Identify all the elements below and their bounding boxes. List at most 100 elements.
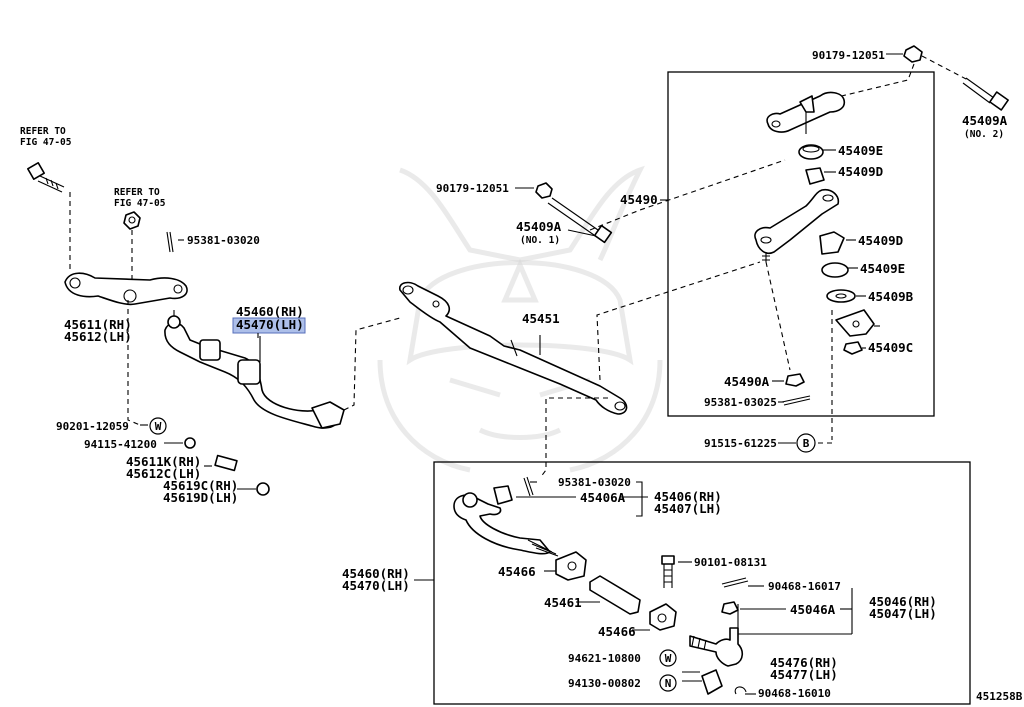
part-number-label: 45490 [620,192,658,207]
refer-note: REFER TO [20,126,66,137]
cotter-pin-icon[interactable] [734,686,747,695]
idler-arm-group [660,45,1009,444]
part-number-label: 95381-03020 [558,476,631,489]
part-number-label: 94621-10800 [568,652,641,665]
bracket-icon[interactable] [835,309,875,337]
part-number-label: 45490A [724,374,770,389]
nut-icon[interactable] [785,373,805,387]
tie-rod-end-left[interactable] [453,494,551,555]
part-number-label: 45466 [498,564,536,579]
svg-text:N: N [665,677,672,690]
cotter-pin-icon[interactable] [523,476,534,497]
bolt-icon[interactable] [27,162,65,193]
cotter-pin-icon[interactable] [781,395,811,406]
svg-text:W: W [665,652,672,665]
part-number-label: 95381-03025 [704,396,777,409]
nut-icon[interactable] [903,45,923,63]
washer-icon[interactable] [826,289,856,303]
part-number-label: 45406A [580,490,626,505]
bushing-icon[interactable] [821,262,849,278]
part-number-label: 90101-08131 [694,556,767,569]
refer-note: REFER TO [114,187,160,198]
nut-icon[interactable] [843,341,863,355]
part-number-label: 45451 [522,311,560,326]
part-number-note: (NO. 2) [964,129,1004,140]
part-number-label: 45409A [516,219,562,234]
part-number-label: 45409D [838,164,883,179]
part-number-label: 45460(RH) [236,304,304,319]
part-number-label: 45409C [868,340,913,355]
part-number-label: 45477(LH) [770,667,838,682]
bolt-icon[interactable] [214,454,238,472]
clamp-icon[interactable] [555,551,587,581]
part-number-label: 45407(LH) [654,501,722,516]
cotter-pin-icon[interactable] [166,231,174,253]
part-number-label: 45611K(RH) [126,454,201,469]
watermark-logo [377,165,663,473]
part-number-label: 94115-41200 [84,438,157,451]
svg-text:B: B [803,437,810,450]
part-number-label: 45612C(LH) [126,466,201,481]
part-number-label: 45409B [868,289,914,304]
part-number-label: 45476(RH) [770,655,838,670]
part-number-label: 45619D(LH) [163,490,238,505]
symbol-b: B [796,433,816,453]
bolt-icon[interactable] [661,555,675,588]
part-number-label: 91515-61225 [704,437,777,450]
part-number-label: 94130-00802 [568,677,641,690]
cotter-pin-icon[interactable] [721,577,749,588]
part-number-label: 90468-16017 [768,580,841,593]
part-number-label: 45409E [860,261,905,276]
nut-icon[interactable] [493,485,513,505]
part-number-label: 45047(LH) [869,606,937,621]
tie-rod-end-right[interactable] [689,627,744,667]
bushing-icon[interactable] [819,231,845,255]
refer-note: FIG 47-05 [20,137,72,148]
drag-link-group [399,159,786,479]
symbol-n: N [659,674,677,692]
part-number-label: 45612(LH) [64,329,132,344]
part-number-label: 45406(RH) [654,489,722,504]
part-number-label-highlighted: 45470(LH) [236,317,304,332]
svg-text:W: W [155,420,162,433]
callout-labels: REFER TO FIG 47-05 REFER TO FIG 47-05 95… [20,49,1023,703]
symbol-w: W [149,417,167,435]
nut-icon[interactable] [184,437,196,449]
symbol-w: W [659,649,677,667]
highlight-selected-part[interactable] [232,317,306,334]
refer-note: FIG 47-05 [114,198,166,209]
nut-icon[interactable] [721,601,739,615]
part-number-label: 45619C(RH) [163,478,238,493]
idler-arm-box [667,71,935,417]
grease-cap-icon[interactable] [256,482,270,496]
drag-link-part[interactable] [399,281,628,415]
part-number-label: 90179-12051 [436,182,509,195]
tie-rod-sleeve[interactable] [589,575,641,615]
part-number-label: 45466 [598,624,636,639]
pitman-arm-part[interactable] [64,272,188,306]
part-number-label: 90179-12051 [812,49,885,62]
part-number-label: 90468-16010 [758,687,831,700]
part-number-label: 45460(RH) [342,566,410,581]
nut-icon[interactable] [123,211,141,230]
diagram-id: 451258B [976,690,1023,703]
part-number-label: 45611(RH) [64,317,132,332]
clip-icon[interactable] [701,669,723,695]
clamp-icon[interactable] [649,603,677,631]
part-number-label: 45046(RH) [869,594,937,609]
part-number-label: 45409D [858,233,903,248]
part-number-label: 45409A [962,113,1008,128]
pitman-arm-group [27,162,401,496]
bushing-icon[interactable] [805,167,825,185]
bolt-icon[interactable] [535,182,613,244]
part-number-label: 45470(LH) [342,578,410,593]
part-number-note: (NO. 1) [520,235,560,246]
part-number-label: 45046A [790,602,836,617]
tie-rod-group [414,476,853,695]
part-number-label: 90201-12059 [56,420,129,433]
bolt-icon[interactable] [962,77,1009,111]
part-number-label: 95381-03020 [187,234,260,247]
part-number-label: 45461 [544,595,582,610]
idler-arm-main[interactable] [754,188,840,255]
